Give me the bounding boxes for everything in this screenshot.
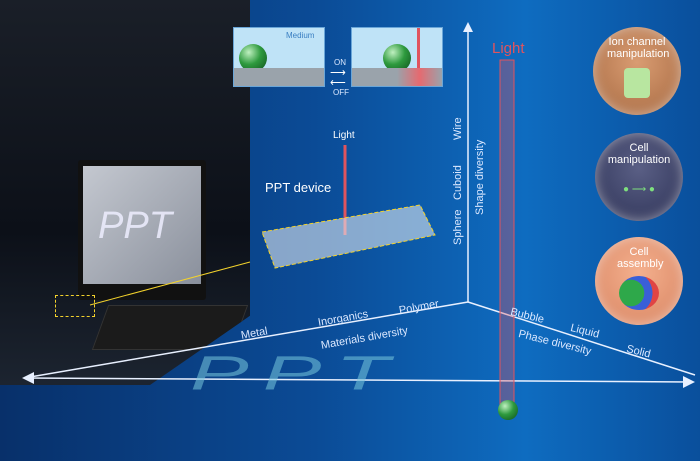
cell-assembly-label: Cell assembly [617, 246, 664, 270]
light-beam [499, 59, 515, 406]
off-arrow-icon: ⟵ [330, 77, 346, 89]
ion-channel-label: Ion channel manipulation [607, 36, 670, 60]
floor-green-sphere [498, 400, 518, 420]
green-sphere [239, 44, 267, 72]
light-beam-label: Light [492, 40, 525, 57]
ion-channel-icon [624, 68, 650, 98]
ppt-device-title: PPT device [265, 180, 332, 195]
on-arrow-icon: ⟶ [330, 67, 346, 79]
green-sphere [383, 44, 411, 72]
baseline-axis [24, 377, 691, 383]
off-label: OFF [333, 88, 349, 97]
ion-channel-bubble: Ion channel manipulation [593, 27, 681, 115]
monitor: PPT [78, 160, 206, 300]
device-pointer [89, 261, 251, 306]
floor-ppt-text: PPT [190, 345, 404, 400]
cell-manipulation-bubble: Cell manipulation ● ⟶ ● [595, 133, 683, 221]
medium-label: Medium [286, 31, 315, 40]
inset-on-panel [351, 27, 443, 87]
phase-axis-line [467, 301, 696, 376]
right-arrow [683, 376, 695, 388]
monitor-text: PPT [98, 205, 172, 247]
shape-tick-sphere: Sphere [452, 209, 464, 245]
microscope-stage-highlight [55, 295, 95, 317]
device-light-label: Light [333, 130, 355, 141]
ppt-device [261, 204, 436, 269]
cell-manipulation-label: Cell manipulation [607, 142, 671, 166]
cell-move-icon: ● ⟶ ● [623, 184, 655, 195]
inset-off-panel: Medium [233, 27, 325, 87]
shape-tick-cuboid: Cuboid [452, 165, 464, 200]
cell-cluster-icon [619, 276, 659, 310]
on-label: ON [334, 58, 346, 67]
materials-axis-line [29, 301, 469, 378]
left-arrow [22, 372, 34, 384]
shape-tick-wire: Wire [452, 117, 464, 140]
cell-assembly-bubble: Cell assembly [595, 237, 683, 325]
shape-axis-arrow [463, 22, 473, 32]
shape-axis-title: Shape diversity [474, 139, 486, 215]
lab-setup-photo: PPT [0, 0, 250, 385]
